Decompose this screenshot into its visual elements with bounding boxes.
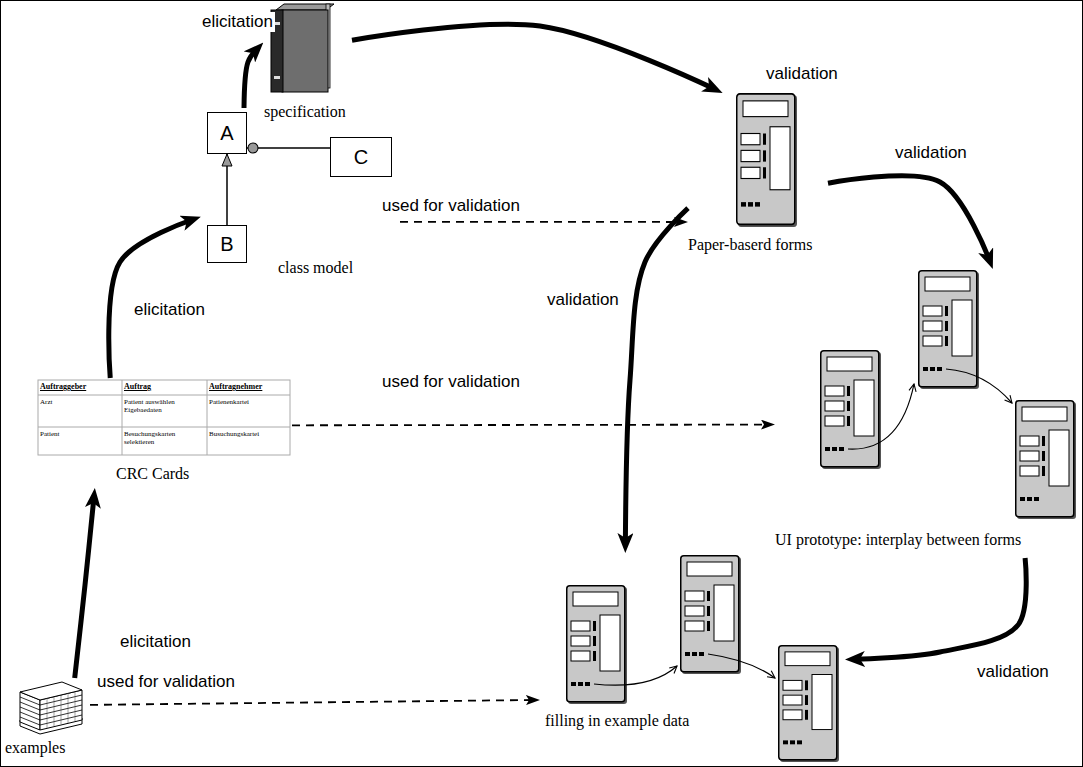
- crc-cards: CRC Cards: [36, 378, 292, 488]
- node-caption: CRC Cards: [116, 464, 189, 483]
- form-icon: [779, 646, 839, 762]
- crc-table-cell: Patienenkartei: [209, 398, 288, 406]
- edge-label: used for validation: [95, 672, 237, 692]
- inheritance-line: [226, 154, 228, 225]
- flow-arrow: [828, 176, 989, 260]
- edge-label: elicitation: [118, 632, 193, 652]
- edge-label: validation: [975, 662, 1051, 682]
- validation-link: [292, 424, 767, 426]
- node-caption: class model: [278, 258, 353, 277]
- class-name: B: [220, 233, 233, 255]
- crc-table-grid: [38, 380, 290, 455]
- flow-arrow: [625, 208, 688, 543]
- class-name: C: [354, 146, 368, 168]
- paper-stack: examples: [5, 678, 90, 762]
- crc-table-cell: Auftrag: [124, 382, 204, 391]
- crc-table-cell: Auftraggeber: [40, 382, 120, 391]
- form-icon: [681, 556, 741, 674]
- form-icon: [1016, 401, 1076, 519]
- edge-label: elicitation: [200, 12, 275, 32]
- form-transition-arrow: [708, 654, 775, 678]
- edge-label: validation: [893, 143, 969, 163]
- validation-link: [90, 700, 532, 705]
- example-data-forms: filling in example data: [540, 553, 845, 765]
- edge-label: used for validation: [380, 372, 522, 392]
- paper-stack-icon: [20, 682, 82, 734]
- class-model: class model A B C: [200, 108, 400, 288]
- crc-table-cell: Patient auswählen Eigebaedaten: [124, 398, 204, 414]
- class-box: B: [207, 225, 247, 263]
- class-box: A: [207, 112, 247, 154]
- edge-label: validation: [545, 290, 621, 310]
- class-box: C: [330, 137, 392, 177]
- form-transition-arrow: [594, 666, 677, 685]
- flow-arrow: [855, 558, 1026, 659]
- crc-table-cell: Arzt: [40, 398, 120, 406]
- association-line: [247, 147, 330, 149]
- specification-binder: specification: [262, 4, 352, 129]
- flow-arrow: [75, 498, 94, 678]
- node-caption: UI prototype: interplay between forms: [775, 530, 1021, 549]
- class-name: A: [220, 122, 233, 144]
- edge-label: used for validation: [380, 196, 522, 216]
- flow-arrow: [244, 50, 256, 108]
- edge-label: elicitation: [132, 300, 207, 320]
- edge-label: validation: [764, 64, 840, 84]
- paper-forms: Paper-baserd forms: [688, 92, 828, 258]
- flow-arrow: [109, 220, 192, 378]
- crc-table-cell: Patient: [40, 430, 120, 438]
- binder-icon: [271, 4, 334, 92]
- form-icon: [821, 351, 881, 469]
- node-caption: filling in example data: [545, 711, 689, 730]
- flow-arrow: [352, 24, 714, 88]
- node-caption: Paper-baserd forms: [688, 235, 813, 254]
- crc-table-cell: Busuchungskartei: [209, 430, 288, 438]
- form-transition-arrow: [848, 384, 914, 449]
- form-icon: [919, 271, 979, 389]
- node-caption: specification: [264, 102, 346, 121]
- ui-prototype: UI prototype: interplay between forms: [775, 268, 1080, 558]
- validation-link: [400, 221, 680, 223]
- form-transition-arrow: [946, 369, 1012, 403]
- crc-table-cell: Besuchungskarten selektieren: [124, 430, 204, 446]
- crc-table-cell: Auftragnehmer: [209, 382, 288, 391]
- paper-form-icon: [737, 94, 797, 227]
- node-caption: examples: [5, 738, 65, 757]
- form-icon: [567, 586, 627, 704]
- form-transition-arrows: [594, 369, 1012, 685]
